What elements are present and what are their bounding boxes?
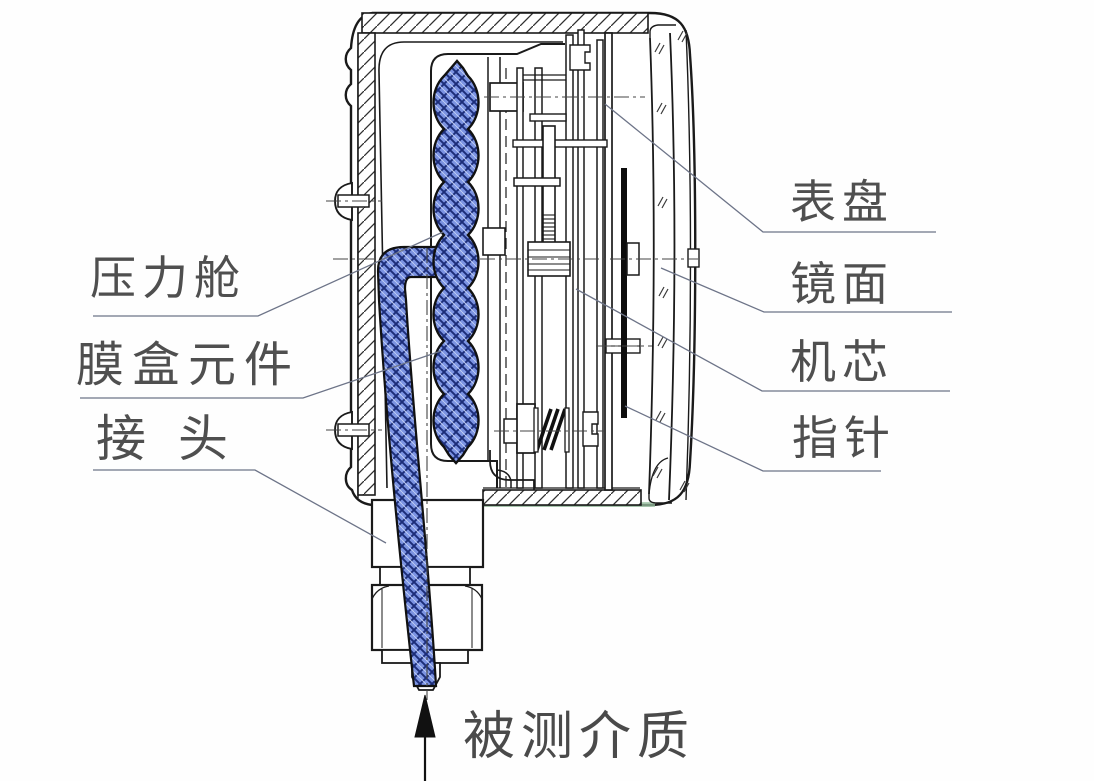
top-notch-tab <box>569 44 591 71</box>
leader-pointer <box>624 405 881 472</box>
thread-section <box>543 214 555 240</box>
label-connector: 接头 <box>96 411 260 467</box>
label-capsule-element: 膜盒元件 <box>76 339 301 392</box>
leader-capsule-element <box>80 350 442 399</box>
centerlines <box>326 96 698 700</box>
bezel-clamp <box>687 248 700 268</box>
pointer-bar <box>621 168 627 418</box>
movement-mechanism <box>489 29 641 491</box>
capsule-element <box>432 59 480 465</box>
case-back-wall <box>357 32 376 496</box>
label-pointer: 指针 <box>792 413 896 464</box>
label-mirror: 镜面 <box>790 259 894 310</box>
label-measured-medium: 被测介质 <box>463 709 696 766</box>
medium-flow-arrow <box>414 694 436 781</box>
label-pressure-chamber: 压力舱 <box>90 253 246 304</box>
notch-block <box>582 411 599 447</box>
label-movement: 机芯 <box>790 337 894 388</box>
leader-pressure-chamber <box>93 231 444 317</box>
glass-tick-marks <box>652 30 690 493</box>
pressure-tube <box>376 245 442 688</box>
leader-dial <box>604 103 936 233</box>
hairspring <box>535 408 567 451</box>
label-dial: 表盘 <box>790 177 894 228</box>
glass-pane <box>648 24 700 504</box>
leader-connector <box>93 469 387 544</box>
case-liner <box>378 41 563 489</box>
capsule-link-tab <box>482 227 506 256</box>
dial-plate <box>604 32 613 491</box>
leader-mirror <box>660 267 952 313</box>
case-top-wall <box>361 12 649 34</box>
leader-lines <box>80 103 952 544</box>
leader-movement <box>575 288 950 392</box>
case-screws <box>334 181 370 451</box>
case-bottom-wall <box>482 489 642 506</box>
bracket-foot <box>489 450 535 490</box>
